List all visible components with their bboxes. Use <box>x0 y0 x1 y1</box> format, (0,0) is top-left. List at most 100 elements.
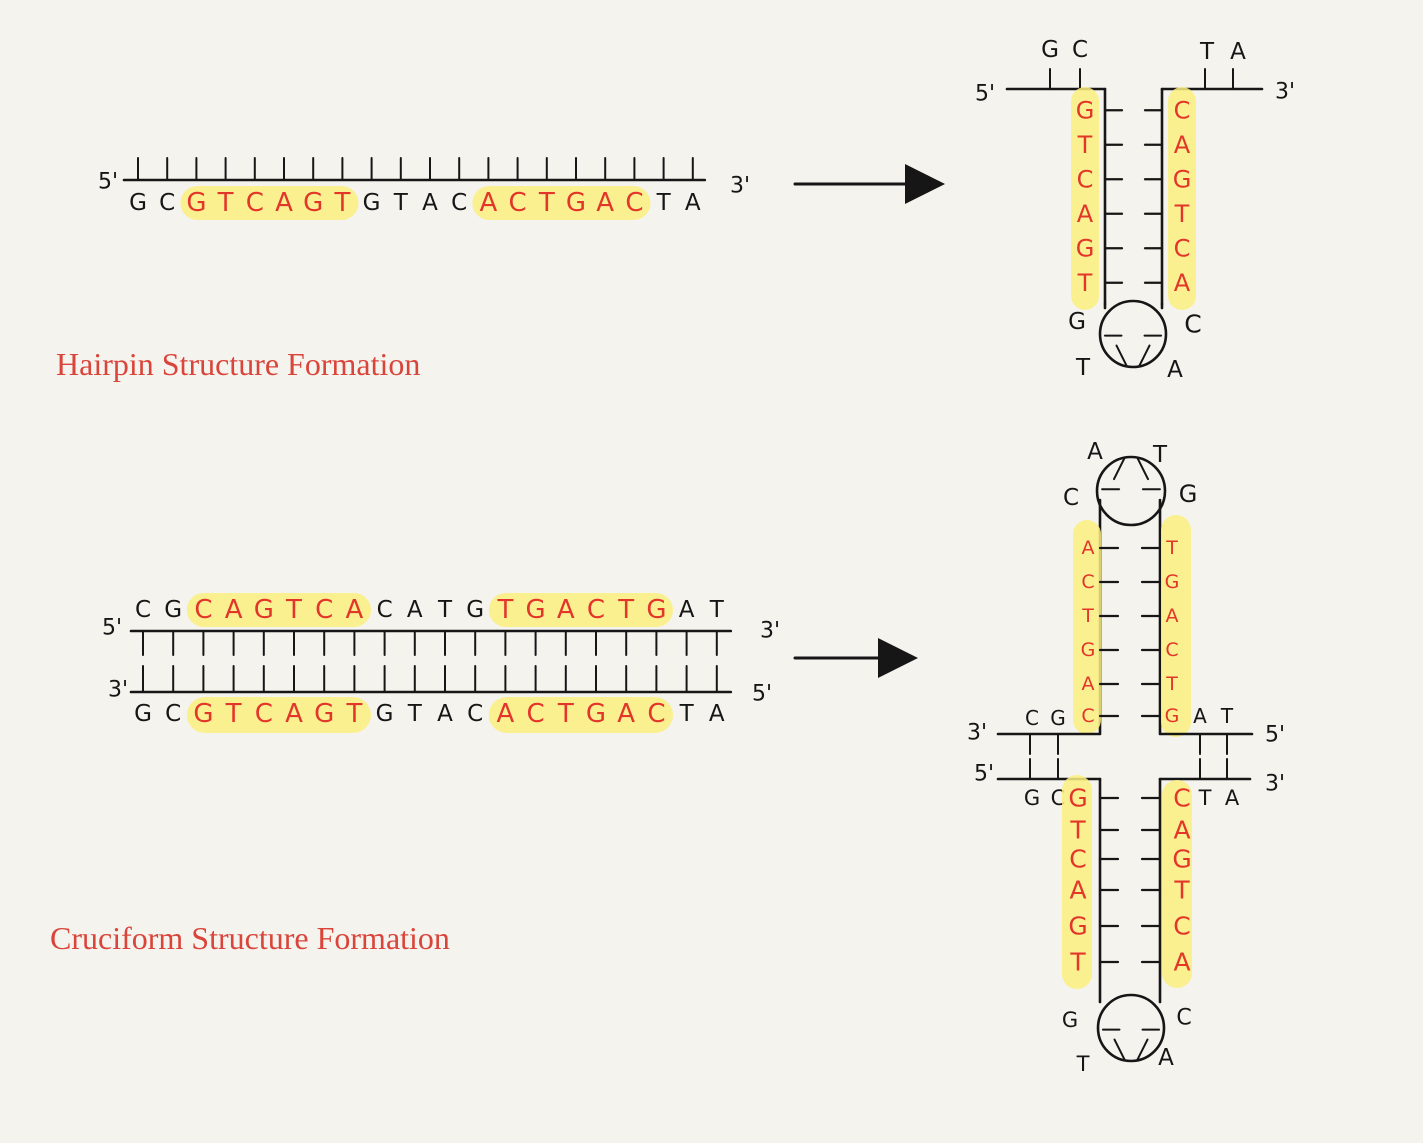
hairpin-folded-tail-base: A <box>1230 39 1246 65</box>
hairpin-linear-5prime-label: 5' <box>98 170 118 195</box>
cruciform-bottom-base-letter: T <box>679 701 695 727</box>
hairpin-folded-right-stem-base: A <box>1174 269 1191 297</box>
cruciform-top-base-letter: C <box>315 595 333 625</box>
cruciform-lower-tail-base: T <box>1198 786 1212 810</box>
cruciform-lower-right-stem-base: C <box>1173 912 1190 941</box>
cruciform-bottom-base-letter: A <box>709 701 725 727</box>
cruciform-lower-loop-base: T <box>1076 1052 1090 1076</box>
cruciform-top-base-letter: T <box>709 597 725 623</box>
cruciform-bottom-base-letter: G <box>314 699 334 729</box>
cruciform-bottom-base-letter: T <box>407 701 423 727</box>
cruciform-top-base-letter: T <box>617 595 634 625</box>
hairpin-loop-base: C <box>1184 310 1201 339</box>
cruciform-upper-3prime-label: 3' <box>967 721 987 746</box>
cruciform-upper-left-stem-base: C <box>1081 571 1094 593</box>
cruciform-upper-tail-base: A <box>1193 704 1207 728</box>
hairpin-folded-right-stem-base: G <box>1173 165 1192 193</box>
hairpin-folded-left-stem-base: G <box>1076 96 1095 124</box>
cruciform-upper-loop-circle <box>1095 455 1167 527</box>
hairpin-folded-left-stem-base: C <box>1077 165 1094 193</box>
cruciform-bottom-5prime-label: 5' <box>752 682 772 707</box>
cruciform-lower-loop-base: G <box>1062 1008 1078 1032</box>
cruciform-lower-5prime-label: 5' <box>974 762 994 787</box>
cruciform-lower-3prime-label: 3' <box>1265 772 1285 797</box>
cruciform-top-base-letter: G <box>526 595 546 625</box>
cruciform-lower-tail-base: C <box>1051 786 1066 810</box>
hairpin-linear-base-letter: C <box>159 190 175 216</box>
hairpin-folded-right-stem-base: C <box>1174 234 1191 262</box>
cruciform-lower-loop-spoke <box>1113 1038 1126 1061</box>
cruciform-lower-loop-base: C <box>1176 1006 1191 1031</box>
cruciform-lower-left-stem-base: T <box>1069 948 1086 977</box>
hairpin-linear-base-letter: C <box>451 190 467 216</box>
cruciform-top-base-letter: G <box>466 597 484 623</box>
hairpin-loop-base: G <box>1068 309 1086 335</box>
cruciform-bottom-base-letter: G <box>193 699 213 729</box>
hairpin-linear-base-letter: T <box>656 190 672 216</box>
cruciform-lower-left-stem-base: G <box>1068 912 1087 941</box>
cruciform-upper-right-stem-base: T <box>1165 673 1178 695</box>
cruciform-bottom-palindrome-highlight <box>488 697 674 733</box>
hairpin-folded-right-stem-highlight <box>1168 87 1196 310</box>
cruciform-upper-right-stem-highlight <box>1161 515 1191 737</box>
cruciform-bottom-base-letter: T <box>225 699 242 729</box>
cruciform-bottom-base-letter: A <box>497 699 515 729</box>
hairpin-folded-loop-spoke <box>1115 344 1128 367</box>
cruciform-upper-left-stem-base: A <box>1082 673 1095 695</box>
cruciform-top-base-letter: T <box>285 595 302 625</box>
cruciform-upper-loop-spoke <box>1113 457 1126 481</box>
cruciform-upper-tail-base: C <box>1025 706 1039 730</box>
hairpin-linear-palindrome-highlight <box>180 186 359 220</box>
cruciform-lower-right-stem-base: A <box>1173 948 1190 977</box>
cruciform-top-base-letter: A <box>346 595 364 625</box>
cruciform-upper-right-stem-base: T <box>1165 537 1178 559</box>
cruciform-upper-tail-base: G <box>1050 706 1066 730</box>
cruciform-upper-tail-base: T <box>1220 704 1234 728</box>
cruciform-bottom-3prime-label: 3' <box>108 678 128 703</box>
hairpin-linear-base-letter: G <box>186 188 206 218</box>
cruciform-bottom-base-letter: A <box>285 699 303 729</box>
cruciform-top-base-letter: G <box>254 595 274 625</box>
hairpin-caption: Hairpin Structure Formation <box>56 346 421 382</box>
cruciform-bottom-palindrome-highlight <box>186 697 372 733</box>
cruciform-upper-loop-spoke <box>1136 457 1149 481</box>
hairpin-folded-3prime-label: 3' <box>1275 80 1295 105</box>
cruciform-upper-loop-base: G <box>1179 480 1198 508</box>
hairpin-folded-5prime-label: 5' <box>975 82 995 107</box>
hairpin-loop-base: T <box>1075 355 1091 381</box>
cruciform-upper-left-stem-base: C <box>1081 705 1094 727</box>
cruciform-lower-loop-spoke <box>1136 1038 1149 1061</box>
hairpin-linear-base-letter: A <box>275 188 293 218</box>
cruciform-upper-loop-base: C <box>1063 485 1079 511</box>
cruciform-top-base-letter: T <box>437 597 453 623</box>
cruciform-bottom-base-letter: A <box>437 701 453 727</box>
cruciform-bottom-base-letter: T <box>345 699 362 729</box>
cruciform-bottom-base-letter: C <box>255 699 273 729</box>
hairpin-linear-base-letter: A <box>480 188 498 218</box>
cruciform-upper-right-stem-base: G <box>1165 571 1180 593</box>
cruciform-bottom-base-letter: C <box>527 699 545 729</box>
hairpin-folded-tail-base: T <box>1199 39 1215 65</box>
cruciform-lower-tail-base: A <box>1225 786 1240 810</box>
hairpin-linear-base-letter: G <box>303 188 323 218</box>
cruciform-lower-left-stem-base: A <box>1069 876 1086 905</box>
cruciform-top-base-letter: C <box>194 595 212 625</box>
cruciform-top-5prime-label: 5' <box>102 616 122 641</box>
cruciform-lower-left-stem-base: G <box>1068 784 1087 813</box>
cruciform-lower-left-stem-highlight <box>1062 775 1092 989</box>
cruciform-upper-loop-base: T <box>1152 442 1168 468</box>
cruciform-bottom-base-letter: C <box>165 701 181 727</box>
hairpin-folded-loop-spoke <box>1138 344 1151 367</box>
hairpin-linear-3prime-label: 3' <box>730 174 750 199</box>
cruciform-upper-loop-base: A <box>1087 439 1103 465</box>
cruciform-top-base-letter: A <box>679 597 695 623</box>
cruciform-lower-loop-circle <box>1096 993 1166 1063</box>
cruciform-top-base-letter: G <box>164 597 182 623</box>
cruciform-bottom-base-letter: G <box>586 699 606 729</box>
cruciform-lower-right-stem-base: A <box>1173 816 1190 845</box>
cruciform-upper-right-stem-base: G <box>1165 705 1180 727</box>
hairpin-folded-right-stem-base: A <box>1174 131 1191 159</box>
cruciform-lower-loop-base: A <box>1158 1045 1174 1071</box>
cruciform-lower-left-stem-base: T <box>1069 816 1086 845</box>
